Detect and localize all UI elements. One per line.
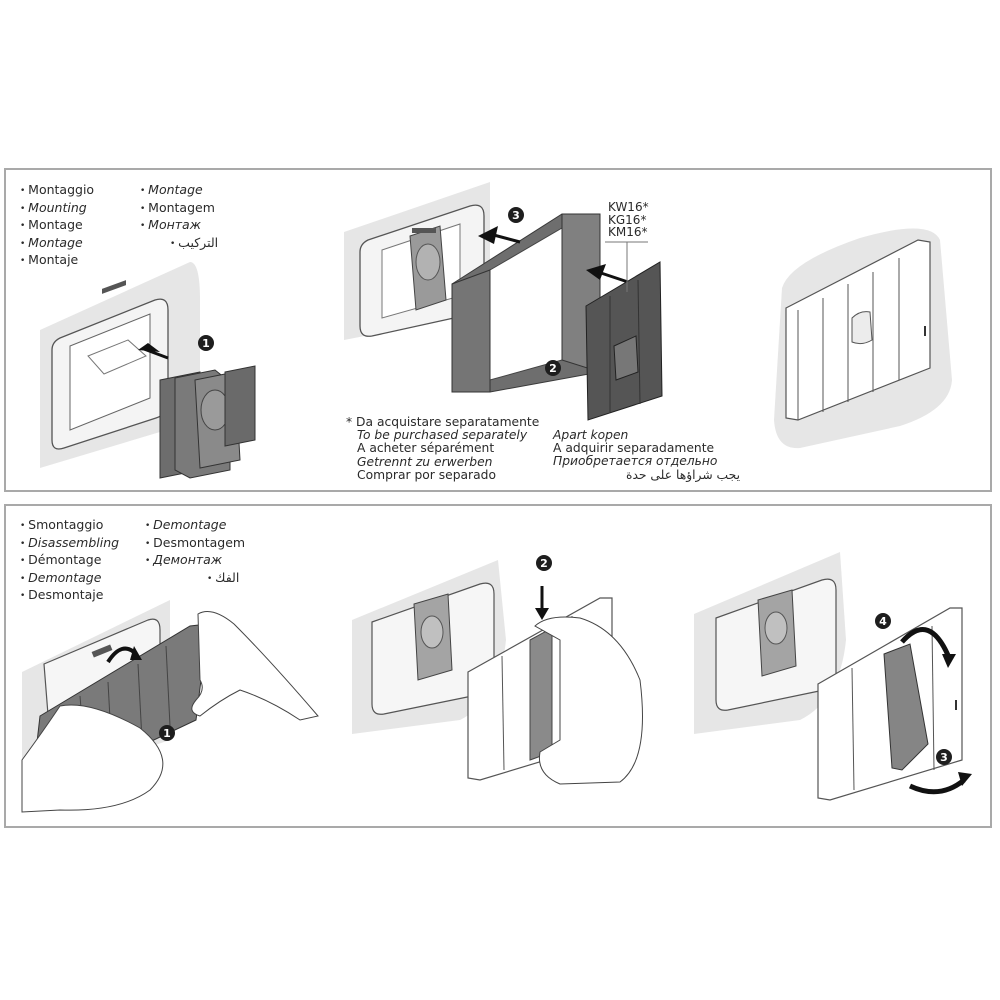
step-badge-3-label: 3	[512, 209, 520, 222]
dismantling-step-badge-1-label: 1	[163, 727, 171, 740]
note-line-arabic: يجب شراؤها على حدة	[626, 467, 740, 482]
lang-item: Mounting	[20, 200, 94, 218]
dismantling-step-badge-3	[936, 749, 952, 765]
lang-item: Demontage	[20, 570, 119, 588]
mounting-languages-col1: Montaggio Mounting Montage Montage Monta…	[20, 182, 94, 270]
note-line: A adquirir separadamente	[553, 441, 715, 456]
note-line: A acheter séparément	[357, 441, 495, 456]
lang-item: Montaje	[20, 252, 94, 270]
step-badge-1-label: 1	[202, 337, 210, 350]
lang-item: Smontaggio	[20, 517, 119, 535]
lang-item: Montage	[140, 182, 218, 200]
purchase-note-left: * Da acquistare separatamente To be purc…	[346, 415, 540, 482]
lang-item: Монтаж	[140, 217, 218, 235]
step-badge-1	[198, 335, 214, 351]
rotate-arrow-4	[900, 627, 953, 661]
product-code: KG16*	[608, 212, 647, 227]
lang-item: Démontage	[20, 552, 119, 570]
step-badge-2	[545, 360, 561, 376]
note-line: * Da acquistare separatamente	[346, 415, 540, 429]
product-code: KM16*	[608, 225, 648, 239]
sensor-panel	[529, 627, 553, 761]
lang-item: Montage	[20, 235, 94, 253]
lang-item: Montaggio	[20, 182, 94, 200]
product-codes: KW16* KG16* KM16*	[608, 201, 649, 239]
dismantling-step-badge-1	[159, 725, 175, 741]
lang-item: Montagem	[140, 200, 218, 218]
sensor-panel-tilted	[883, 643, 929, 771]
dismantling-step-badge-4	[875, 613, 891, 629]
hand-left	[21, 704, 164, 813]
hand-right	[191, 611, 319, 721]
dismantling-languages-col1: Smontaggio Disassembling Démontage Demon…	[20, 517, 119, 605]
lang-item: Montage	[20, 217, 94, 235]
note-line: Comprar por separado	[357, 467, 496, 482]
note-line: To be purchased separately	[357, 428, 528, 443]
hand	[534, 616, 643, 785]
lang-item: Desmontaje	[20, 587, 119, 605]
rotate-arrow-3	[908, 778, 966, 795]
step-badge-2-label: 2	[549, 362, 557, 375]
lang-item: Демонтаж	[145, 552, 245, 570]
note-line: Приобретается отдельно	[553, 454, 718, 469]
dismantling-step-badge-2	[536, 555, 552, 571]
lang-item: Demontage	[145, 517, 245, 535]
module-right	[224, 365, 256, 447]
dismantling-step-badge-4-label: 4	[879, 615, 887, 628]
lang-item-arabic: التركيب	[140, 235, 218, 253]
dismantling-step-badge-3-label: 3	[940, 751, 948, 764]
note-line: Getrennt zu erwerben	[357, 454, 493, 469]
lang-item: Disassembling	[20, 535, 119, 553]
dismantling-languages-col2: Demontage Desmontagem Демонтаж الفك	[145, 517, 245, 587]
dismantling-step-badge-2-label: 2	[540, 557, 548, 570]
lang-item: Desmontagem	[145, 535, 245, 553]
purchase-note-right: Apart kopen A adquirir separadamente При…	[553, 428, 740, 482]
lang-item-arabic: الفك	[145, 570, 245, 588]
mounting-languages-col2: Montage Montagem Монтаж التركيب	[140, 182, 218, 252]
product-code: KW16*	[608, 200, 649, 214]
note-line: Apart kopen	[553, 428, 629, 442]
step-badge-3	[508, 207, 524, 223]
